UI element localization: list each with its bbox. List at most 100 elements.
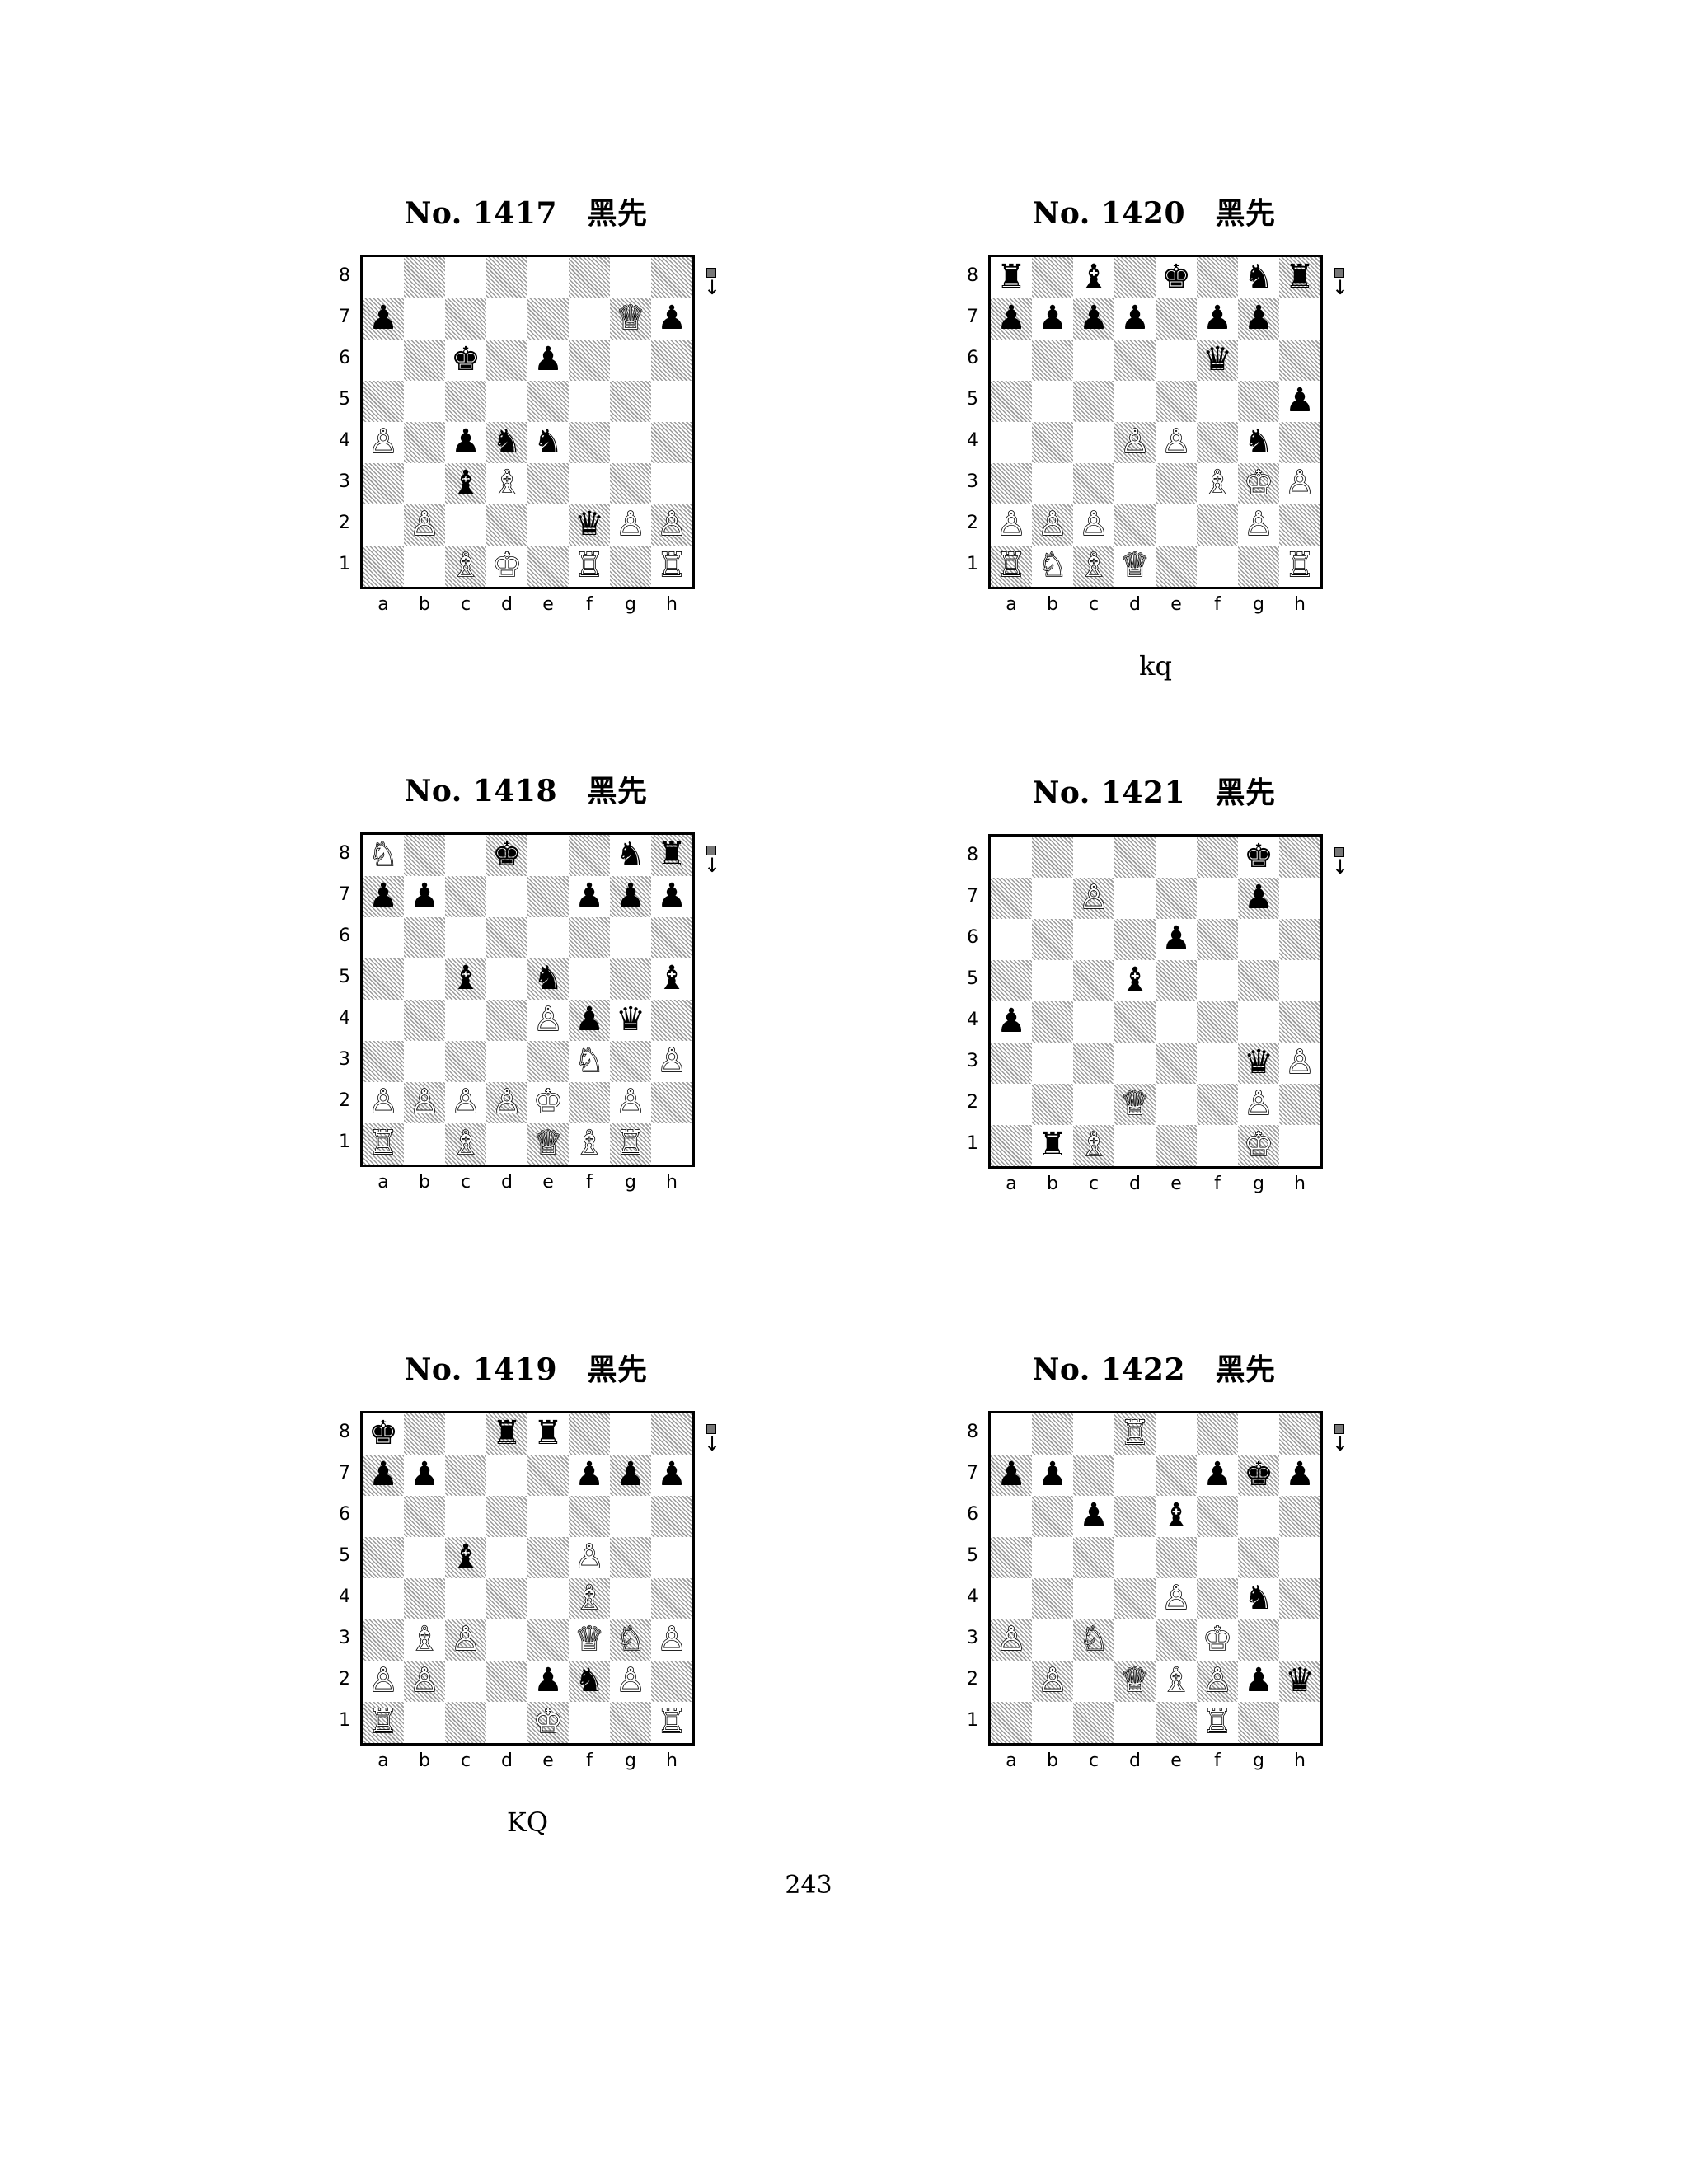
square-f4 [569,422,610,463]
black-queen-icon: ♛ [574,505,604,543]
square-a1: ♖ [363,1123,404,1165]
square-f3 [569,463,610,504]
square-e4 [528,1578,569,1619]
white-pawn-icon: ♙ [1160,422,1191,462]
white-pawn-icon: ♙ [1037,504,1067,544]
square-d8 [1114,837,1156,878]
square-d6 [486,1496,528,1537]
square-b3 [1032,463,1073,504]
square-e7 [1156,1455,1197,1496]
rank-label: 8 [339,265,350,286]
square-h3: ♙ [651,1041,692,1082]
square-d2: ♕ [1114,1084,1156,1125]
square-a4: ♟ [991,1001,1032,1043]
square-g7: ♚ [1238,1455,1279,1496]
square-b5 [1032,1537,1073,1578]
square-a3 [363,463,404,504]
square-f8 [1197,837,1238,878]
square-e1 [1156,546,1197,587]
rank-label: 2 [339,1669,350,1690]
square-a8 [363,257,404,298]
square-g6 [1238,1496,1279,1537]
square-a4 [991,1578,1032,1619]
file-label: h [1294,594,1306,615]
square-f8 [569,257,610,298]
square-f8 [569,1413,610,1455]
white-knight-icon: ♘ [574,1041,604,1080]
square-h5: ♝ [651,958,692,1000]
square-g6 [610,917,651,958]
square-e8 [1156,1413,1197,1455]
square-d7 [1114,1455,1156,1496]
square-b8 [404,835,445,876]
white-king-icon: ♔ [491,546,522,585]
black-pawn-icon: ♟ [1079,299,1109,337]
arrow-down-icon: ↓ [1332,855,1349,879]
white-pawn-icon: ♙ [450,1082,481,1122]
square-a8: ♚ [363,1413,404,1455]
square-e8 [1156,837,1197,878]
white-king-icon: ♔ [532,1702,563,1741]
square-a8: ♘ [363,835,404,876]
white-king-icon: ♔ [1243,463,1273,503]
square-d8: ♚ [486,835,528,876]
square-g3 [1238,1619,1279,1661]
square-c6 [1073,919,1114,960]
square-h8 [651,1413,692,1455]
square-g1 [1238,1702,1279,1743]
square-e7 [1156,878,1197,919]
square-b7: ♟ [404,1455,445,1496]
black-pawn-icon: ♟ [368,299,398,337]
square-b2: ♙ [1032,504,1073,546]
square-b4 [1032,1578,1073,1619]
black-pawn-icon: ♟ [1203,299,1232,337]
puzzle-title: No. 1417 黑先 [404,196,648,231]
white-pawn-icon: ♙ [1078,878,1109,917]
square-b1: ♜ [1032,1125,1073,1166]
square-g5 [610,1537,651,1578]
square-d6 [1114,1496,1156,1537]
square-b4 [404,422,445,463]
black-pawn-icon: ♟ [1120,299,1150,337]
square-f2 [1197,1084,1238,1125]
square-d2 [486,1661,528,1702]
square-d4: ♙ [1114,422,1156,463]
square-e4: ♞ [528,422,569,463]
white-rook-icon: ♖ [368,1123,398,1163]
file-label: g [1253,594,1264,615]
square-f7: ♟ [569,1455,610,1496]
square-a3: ♙ [991,1619,1032,1661]
square-c4 [1073,1001,1114,1043]
square-a5 [363,958,404,1000]
file-label: h [666,1172,678,1193]
file-label: f [1214,1750,1221,1771]
square-c8 [445,257,486,298]
square-h8: ♜ [651,835,692,876]
square-h3: ♙ [1279,463,1320,504]
file-label: f [1214,594,1221,615]
white-pawn-icon: ♙ [615,1661,645,1700]
black-king-icon: ♚ [368,1414,398,1452]
square-d6 [1114,919,1156,960]
chess-board: ♟♕♟♚♟♙♟♞♞♝♗♙♛♙♙♗♔♖♖ [360,255,695,589]
square-g4: ♞ [1238,1578,1279,1619]
square-d3 [1114,1619,1156,1661]
black-to-move-box-icon: ↓ [704,846,720,887]
black-bishop-icon: ♝ [657,959,687,997]
square-e8: ♚ [1156,257,1197,298]
black-pawn-icon: ♟ [1244,299,1273,337]
file-label: a [377,1172,389,1193]
file-label: b [1047,1174,1058,1194]
square-c4 [445,1578,486,1619]
white-pawn-icon: ♙ [1243,504,1273,544]
white-pawn-icon: ♙ [615,504,645,544]
square-b4 [1032,422,1073,463]
black-pawn-icon: ♟ [1161,920,1191,958]
white-bishop-icon: ♗ [491,463,522,503]
square-a8 [991,1413,1032,1455]
white-pawn-icon: ♙ [656,504,687,544]
square-e2: ♟ [528,1661,569,1702]
square-d4 [1114,1001,1156,1043]
black-pawn-icon: ♟ [574,1455,604,1493]
file-label: a [1006,1750,1017,1771]
